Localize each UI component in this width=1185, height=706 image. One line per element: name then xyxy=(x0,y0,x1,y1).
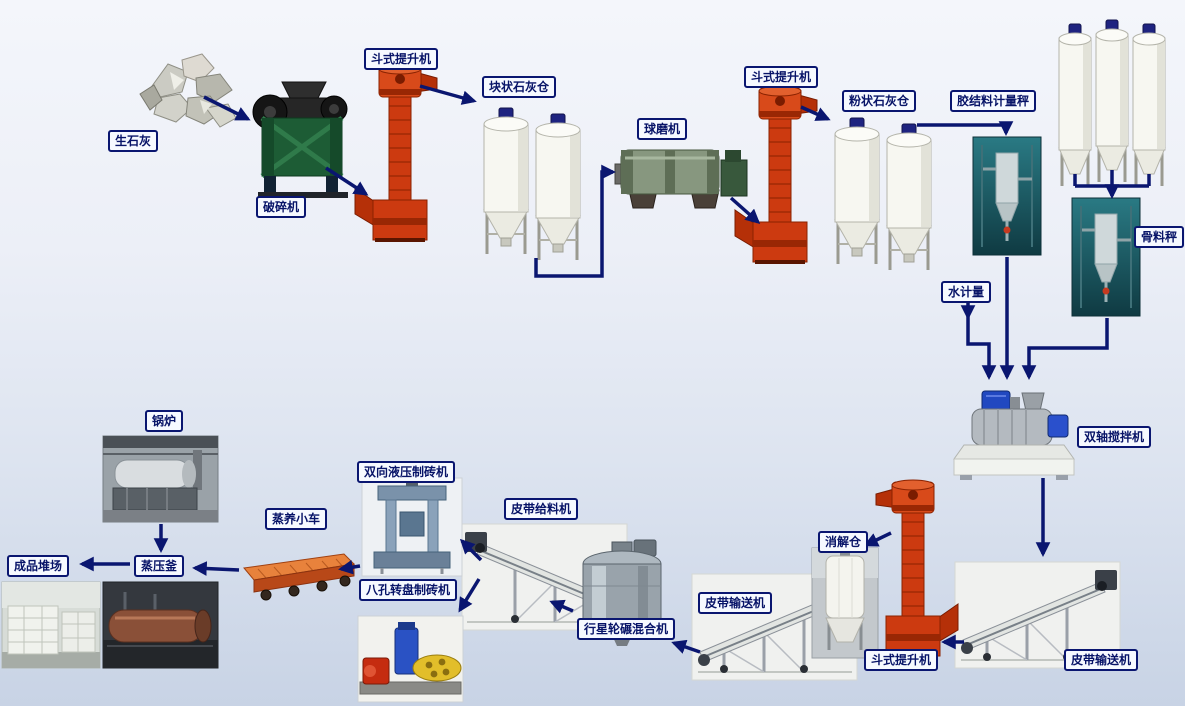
flow-arrow xyxy=(203,95,251,121)
flow-arrow xyxy=(534,164,616,278)
bucket-elevator-1-illustration xyxy=(354,63,438,243)
binder-scale-photo xyxy=(971,135,1043,257)
label-hydraulic-brick-machine: 双向液压制砖机 xyxy=(357,461,456,483)
boiler-photo xyxy=(102,435,219,523)
label-powder-lime-silo: 粉状石灰仓 xyxy=(842,90,917,112)
label-belt-feeder: 皮带给料机 xyxy=(504,498,579,520)
flow-arrow xyxy=(671,639,701,654)
quicklime-rocks xyxy=(139,53,237,128)
flow-arrow xyxy=(459,538,483,562)
label-bucket-elevator-3: 斗式提升机 xyxy=(864,649,939,671)
product-yard-photo xyxy=(1,581,101,669)
lump-lime-silos-illustration xyxy=(484,108,580,260)
flow-arrow xyxy=(863,531,892,547)
flow-arrow xyxy=(325,166,369,196)
label-water-meter: 水计量 xyxy=(941,281,992,303)
label-binder-scale: 胶结料计量秤 xyxy=(950,90,1037,112)
label-rotary-brick-machine: 八孔转盘制砖机 xyxy=(359,579,458,601)
label-crusher: 破碎机 xyxy=(256,196,307,218)
digestion-silo-photo xyxy=(811,547,879,659)
flow-arrow xyxy=(419,84,477,105)
autoclave-photo xyxy=(102,581,219,669)
label-belt-conveyor-2: 皮带输送机 xyxy=(698,592,773,614)
flow-arrow xyxy=(800,105,831,121)
jaw-crusher xyxy=(252,81,348,198)
label-steam-cart: 蒸养小车 xyxy=(265,508,328,530)
label-ball-mill: 球磨机 xyxy=(637,118,688,140)
flow-arrow xyxy=(192,561,240,576)
aggregate-silos-illustration xyxy=(1057,18,1167,188)
aggregate-scale-photo xyxy=(1070,196,1142,318)
label-belt-conveyor-1: 皮带输送机 xyxy=(1064,649,1139,671)
flow-arrow xyxy=(338,559,361,575)
flow-arrow xyxy=(966,317,997,380)
label-bucket-elevator-2: 斗式提升机 xyxy=(744,66,819,88)
flow-arrow xyxy=(549,599,574,614)
flow-arrow xyxy=(729,196,761,224)
bucket-elevator-3-illustration xyxy=(875,479,959,659)
ball-mill-illustration xyxy=(614,149,748,209)
label-bucket-elevator-1: 斗式提升机 xyxy=(364,48,439,70)
steam-curing-cart-illustration xyxy=(243,553,356,601)
label-quicklime: 生石灰 xyxy=(108,130,159,152)
twin-shaft-mixer-illustration xyxy=(953,390,1075,480)
label-digestion-silo: 消解仓 xyxy=(818,531,869,553)
label-lump-lime-silo: 块状石灰仓 xyxy=(482,76,557,98)
label-twin-shaft-mixer: 双轴搅拌机 xyxy=(1077,426,1152,448)
flow-arrows xyxy=(79,84,1151,654)
label-product-yard: 成品堆场 xyxy=(7,555,70,577)
label-planetary-mixer: 行星轮碾混合机 xyxy=(577,618,676,640)
flow-arrow xyxy=(458,578,481,613)
label-boiler: 锅炉 xyxy=(145,410,184,432)
flow-arrow xyxy=(917,121,1014,136)
hydraulic-brick-press-photo xyxy=(361,477,463,577)
label-autoclave: 蒸压釜 xyxy=(134,555,185,577)
label-aggregate-scale: 骨料秤 xyxy=(1134,226,1185,248)
flow-arrow xyxy=(1021,318,1109,380)
rotary-table-brick-press-photo xyxy=(357,615,464,703)
powder-lime-silos-illustration xyxy=(835,118,931,270)
